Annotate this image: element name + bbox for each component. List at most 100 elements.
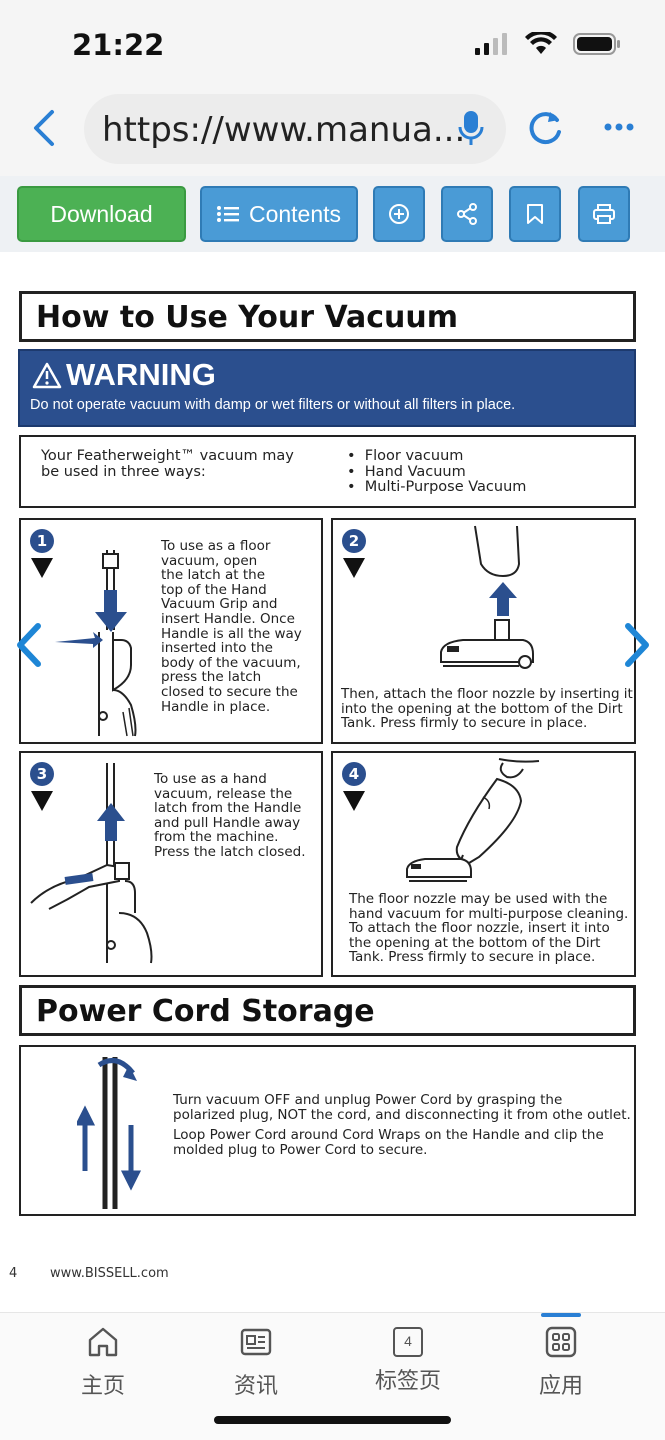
step-2-line: into the opening at the bottom of the Di…	[341, 700, 623, 717]
step-panel-1: 1 To use as a floor vacuum, open the lat…	[19, 518, 323, 744]
mic-icon[interactable]	[458, 110, 484, 148]
usage-list-item: • Multi-Purpose Vacuum	[347, 479, 527, 495]
news-icon	[240, 1328, 272, 1356]
step-number-2: 2	[349, 532, 359, 550]
nav-tabs-label: 标签页	[374, 1368, 441, 1393]
step-4-line: the opening at the bottom of the Dirt	[349, 934, 601, 951]
prev-page-arrow-icon[interactable]	[12, 622, 44, 668]
usage-list: • Floor vacuum • Hand Vacuum • Multi-Pur…	[347, 448, 527, 496]
wifi-icon	[525, 32, 557, 54]
cord-text-2: Loop Power Cord around Cord Wraps on the…	[173, 1128, 604, 1157]
step-badge-2: 2	[342, 529, 366, 578]
status-icons	[475, 32, 621, 56]
cord-line: molded plug to Power Cord to secure.	[173, 1141, 428, 1158]
bookmark-button[interactable]	[509, 186, 561, 242]
zoom-in-icon	[389, 204, 409, 224]
nav-apps[interactable]: 应用	[511, 1325, 611, 1400]
active-tab-indicator	[541, 1313, 581, 1317]
step-1-line: press the latch	[161, 669, 262, 686]
step-panel-3: 3 To use as a hand vacuum, release the l…	[19, 751, 323, 977]
nav-news-label: 资讯	[233, 1373, 278, 1398]
warning-text: Do not operate vacuum with damp or wet f…	[30, 397, 516, 413]
step-badge-1: 1	[30, 529, 54, 578]
step-badge-4: 4	[342, 762, 366, 811]
step-2-line: Then, attach the floor nozzle by inserti…	[341, 686, 633, 702]
share-button[interactable]	[441, 186, 493, 242]
nav-tabs[interactable]: 4 标签页	[358, 1325, 458, 1395]
more-icon[interactable]	[604, 122, 634, 132]
warning-banner: WARNING Do not operate vacuum with damp …	[18, 349, 636, 427]
back-icon[interactable]	[26, 108, 62, 148]
nav-news[interactable]: 资讯	[206, 1325, 306, 1400]
cord-line: Turn vacuum OFF and unplug Power Cord by…	[173, 1092, 563, 1108]
step-4-line: Tank. Press firmly to secure in place.	[349, 949, 596, 966]
reload-icon[interactable]	[526, 108, 564, 148]
home-indicator	[214, 1416, 451, 1424]
warning-icon	[32, 362, 62, 388]
step-4-line: hand vacuum for multi-purpose cleaning.	[349, 905, 629, 922]
step-1-line: the latch at the	[161, 567, 266, 584]
battery-icon	[573, 33, 620, 55]
step-number-1: 1	[37, 532, 47, 550]
cord-text-1: Turn vacuum OFF and unplug Power Cord by…	[173, 1093, 631, 1122]
step-4-line: The floor nozzle may be used with the	[349, 891, 608, 907]
next-page-arrow-icon[interactable]	[622, 622, 654, 668]
footer-site: www.BISSELL.com	[50, 1266, 169, 1281]
print-icon	[593, 204, 615, 224]
print-button[interactable]	[578, 186, 630, 242]
bookmark-icon	[527, 204, 543, 224]
section-box-cord: Power Cord Storage	[19, 985, 636, 1036]
step-3-line: Press the latch closed.	[154, 843, 306, 860]
step-1-line: inserted into the	[161, 640, 273, 657]
zoom-in-button[interactable]	[373, 186, 425, 242]
step-1-line: body of the vacuum,	[161, 654, 301, 671]
step-badge-3: 3	[30, 762, 54, 811]
url-field[interactable]: https://www.manua...	[84, 94, 506, 164]
step-1-line: insert Handle. Once	[161, 610, 295, 627]
usage-ways-box: Your Featherweight™ vacuum may be used i…	[19, 435, 636, 508]
list-icon	[216, 206, 239, 222]
signal-icon	[475, 33, 507, 55]
step-1-illustration	[55, 550, 137, 737]
step-text-1: To use as a floor vacuum, open the latch…	[161, 539, 302, 714]
manual-toolbar: Download Contents	[0, 176, 665, 252]
step-4-line: To attach the floor nozzle, insert it in…	[349, 920, 610, 937]
status-bar: 21:22	[0, 0, 665, 84]
step-3-line: vacuum, release the	[154, 785, 293, 802]
step-1-line: top of the Hand	[161, 581, 267, 598]
cord-box: Turn vacuum OFF and unplug Power Cord by…	[19, 1045, 636, 1216]
step-1-line: Handle in place.	[161, 698, 271, 715]
step-3-line: and pull Handle away	[154, 814, 301, 831]
cord-illustration	[77, 1057, 142, 1209]
tabs-count: 4	[404, 1333, 412, 1349]
usage-intro: Your Featherweight™ vacuum may be used i…	[41, 448, 294, 480]
step-panel-2: 2 Then, attach the floor nozzle by inser…	[331, 518, 636, 744]
section-title-cord: Power Cord Storage	[36, 994, 375, 1029]
step-1-line: closed to secure the	[161, 683, 298, 700]
warning-heading-text: WARNING	[66, 357, 216, 392]
nav-home[interactable]: 主页	[53, 1325, 153, 1400]
cord-line: Loop Power Cord around Cord Wraps on the…	[173, 1127, 604, 1143]
download-button[interactable]: Download	[17, 186, 186, 242]
usage-list-item: • Floor vacuum	[347, 448, 464, 464]
url-text: https://www.manua...	[102, 110, 466, 150]
tabs-icon: 4	[391, 1325, 425, 1359]
step-text-4: The floor nozzle may be used with the ha…	[349, 892, 628, 965]
nav-home-label: 主页	[80, 1373, 125, 1398]
step-1-line: To use as a floor	[161, 538, 271, 554]
step-2-line: Tank. Press firmly to secure in place.	[341, 715, 588, 732]
step-3-illustration	[30, 763, 153, 964]
apps-icon	[545, 1326, 577, 1358]
cord-line: polarized plug, NOT the cord, and discon…	[173, 1106, 631, 1123]
step-3-line: latch from the Handle	[154, 800, 302, 817]
contents-button[interactable]: Contents	[200, 186, 358, 242]
contents-label: Contents	[248, 200, 342, 227]
step-1-line: Vacuum Grip and	[161, 596, 278, 613]
usage-intro-line-1: Your Featherweight™ vacuum may	[41, 448, 294, 464]
step-3-line: To use as a hand	[154, 771, 267, 787]
share-icon	[457, 203, 477, 225]
download-label: Download	[50, 200, 153, 227]
section-title-use: How to Use Your Vacuum	[36, 300, 459, 335]
step-1-line: vacuum, open	[161, 552, 258, 569]
warning-heading: WARNING	[32, 357, 216, 393]
